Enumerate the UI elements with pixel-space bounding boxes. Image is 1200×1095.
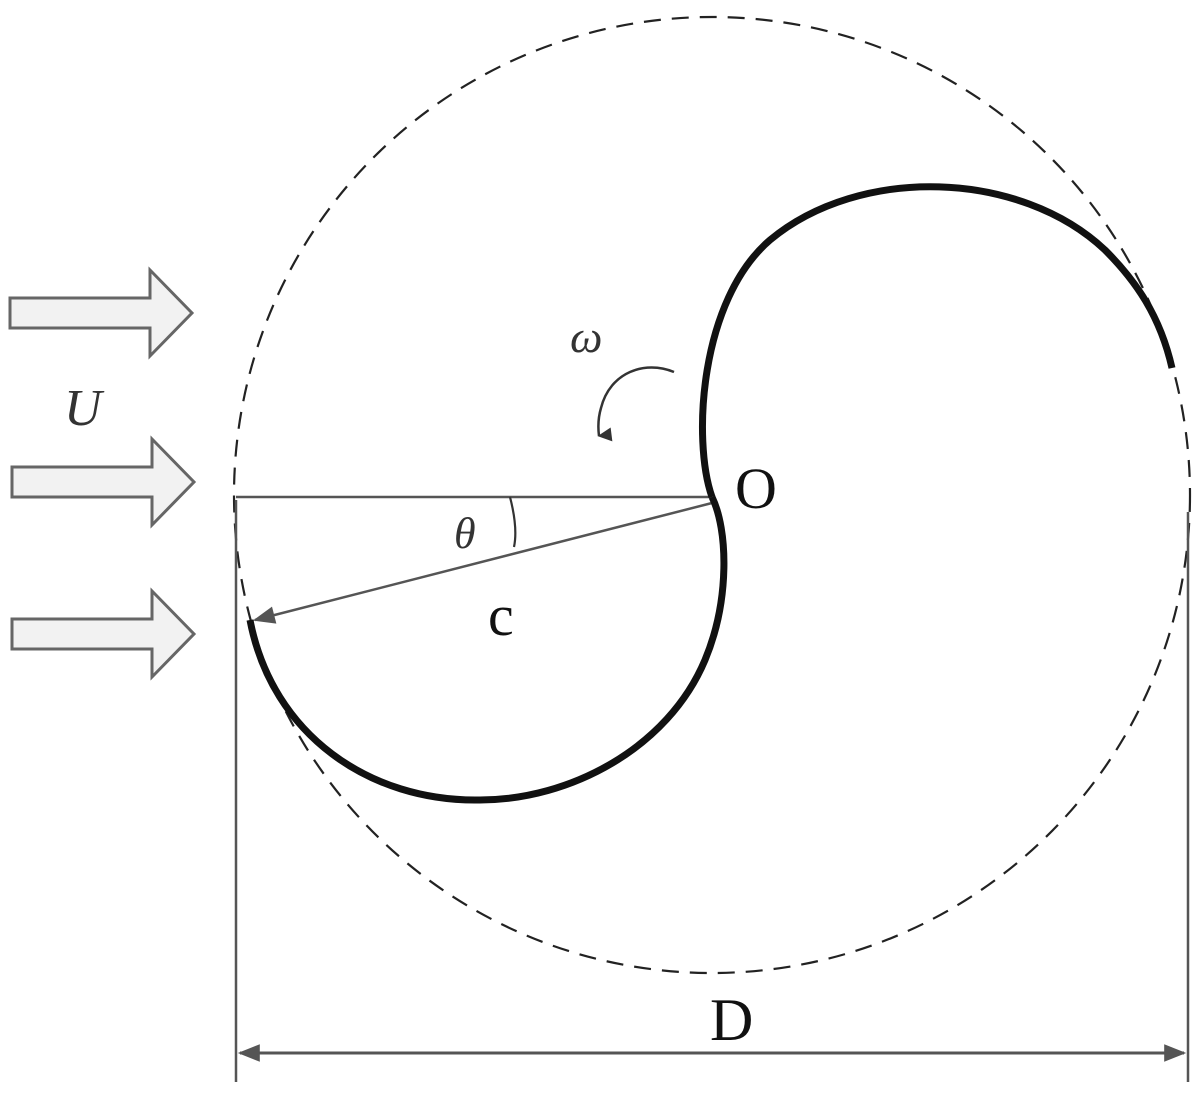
rotation-arrow-icon [597,366,675,442]
flow-velocity-label: U [64,380,105,437]
flow-arrow-bottom [10,587,197,681]
upper-blade [699,183,1176,499]
diameter-label: D [710,987,753,1053]
lower-blade [246,495,728,804]
angle-label: θ [454,509,476,558]
swept-circle [232,15,1192,975]
flow-arrow-top [8,266,195,360]
center-label: O [735,456,777,521]
angle-arc [508,496,517,548]
chord-label: c [488,583,514,648]
chord-vector [252,501,713,624]
flow-arrow-middle [10,435,197,529]
rotation-label: ω [570,311,602,362]
